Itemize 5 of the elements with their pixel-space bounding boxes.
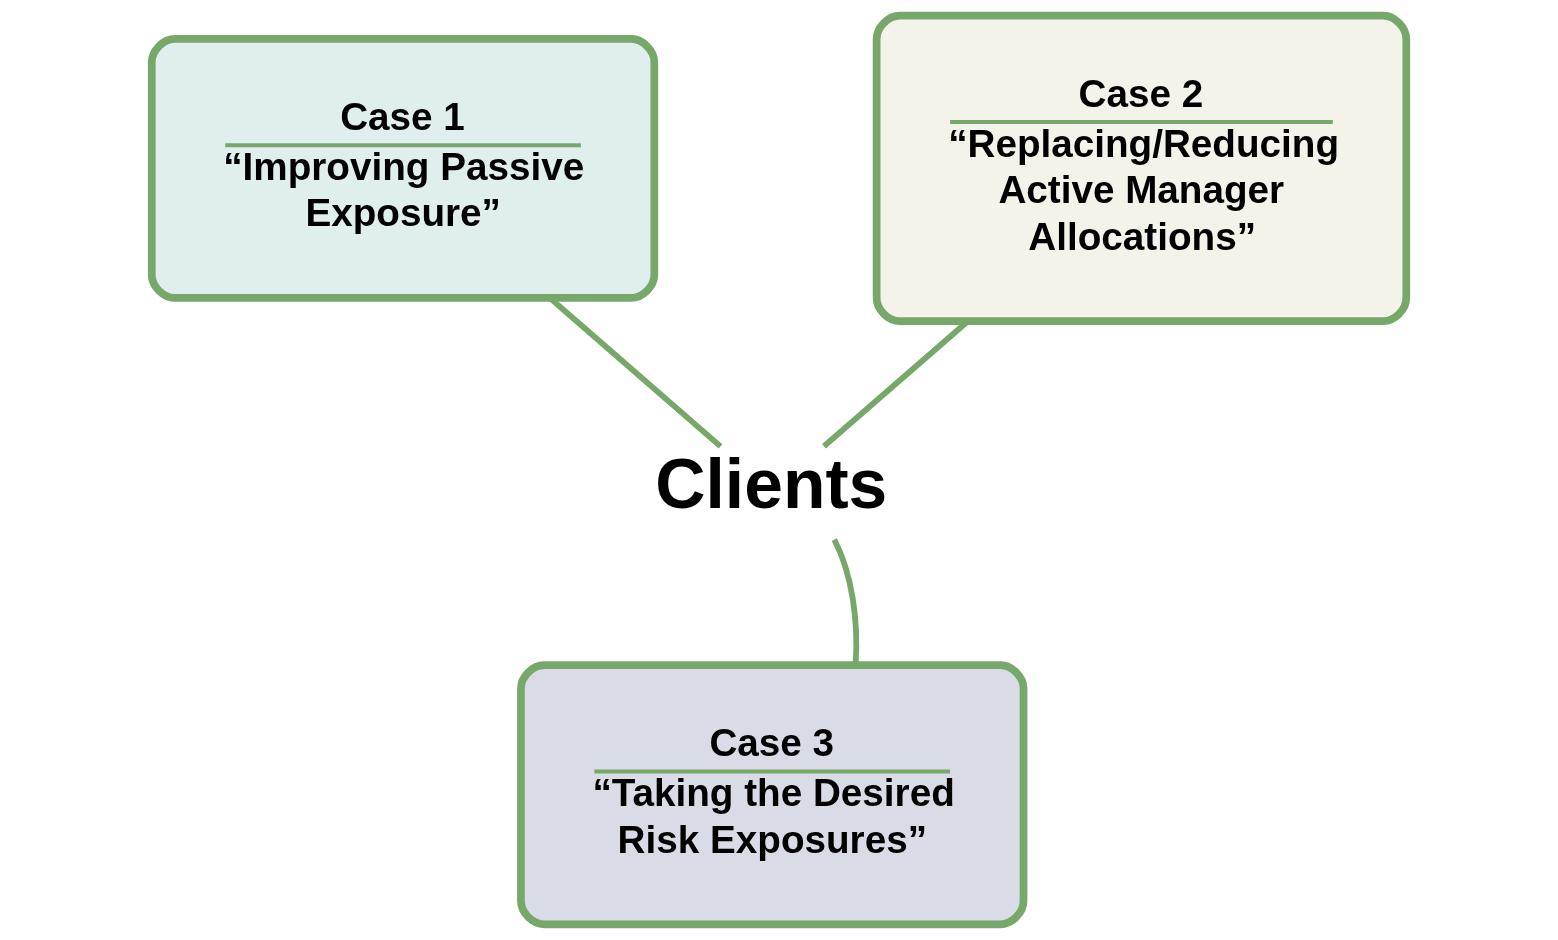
- node-box: Case 3 “Taking the Desired Risk Exposures”: [517, 661, 1028, 929]
- node-box: Case 2 “Replacing/Reducing Active Manager Allocations”: [872, 11, 1411, 326]
- node-text: Clients: [655, 445, 888, 524]
- connector: [831, 538, 860, 665]
- node-box: Case 1 “Improving Passive Exposure”: [147, 35, 659, 302]
